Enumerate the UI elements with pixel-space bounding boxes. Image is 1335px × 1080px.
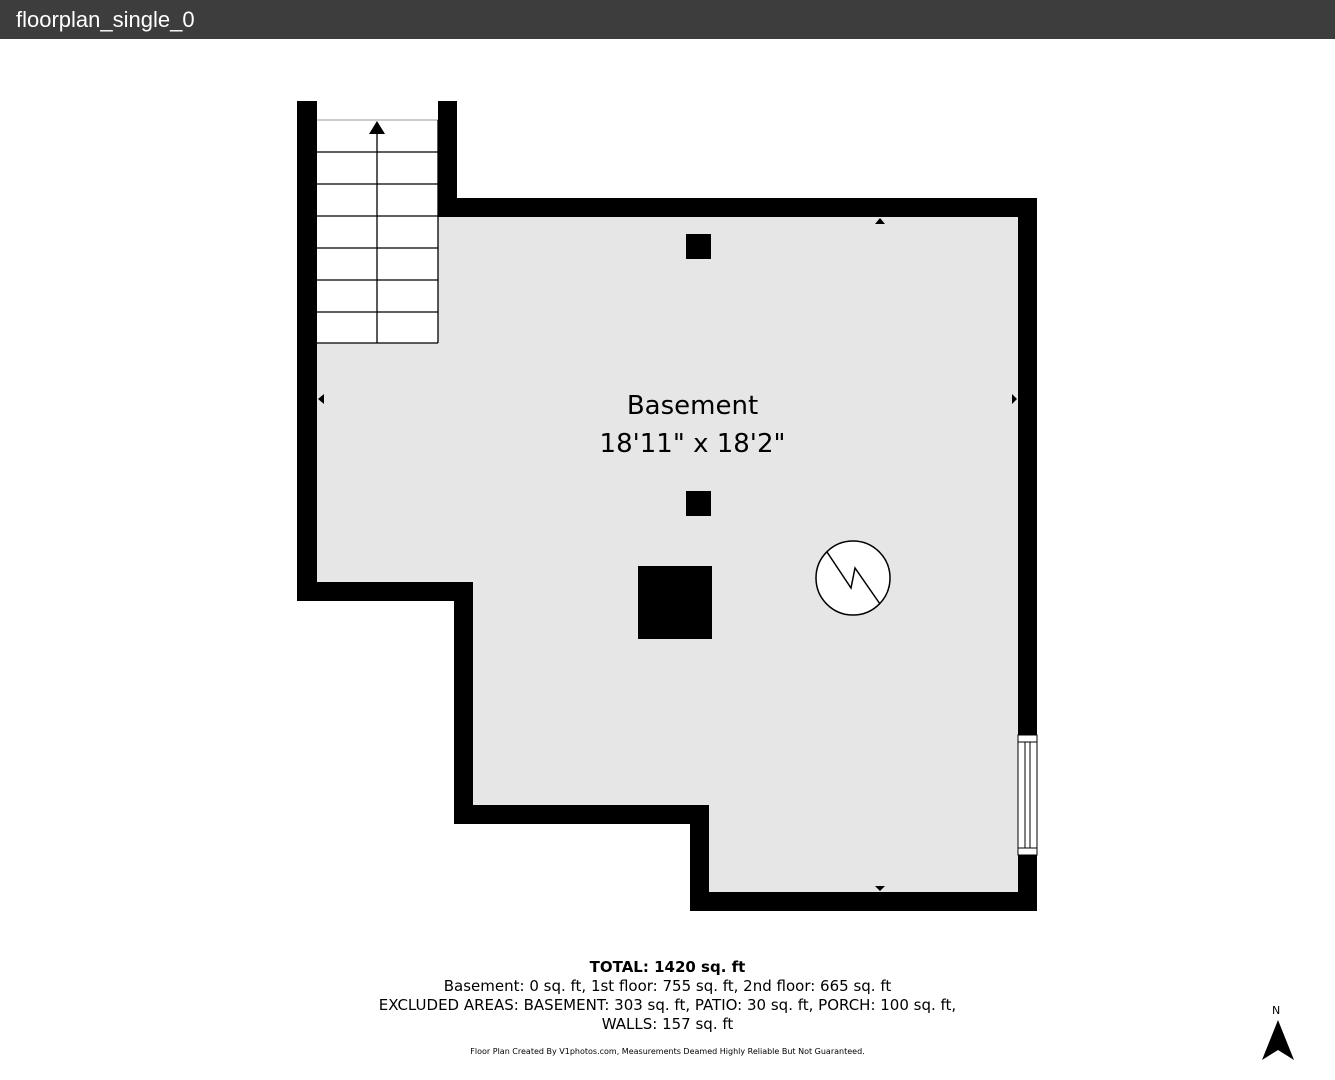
north-arrow-icon xyxy=(1262,1020,1294,1060)
excluded-walls: WALLS: 157 sq. ft xyxy=(601,1015,734,1033)
window-title: floorplan_single_0 xyxy=(0,0,1335,39)
stair-arrow-icon xyxy=(369,121,385,134)
column xyxy=(686,491,711,516)
floor-areas: Basement: 0 sq. ft, 1st floor: 755 sq. f… xyxy=(443,977,892,995)
room-label: Basement 18'11" x 18'2" xyxy=(0,390,1335,460)
area-summary: TOTAL: 1420 sq. ft Basement: 0 sq. ft, 1… xyxy=(0,958,1335,1034)
dimension-markers xyxy=(318,218,1017,891)
chimney xyxy=(638,566,712,639)
staircase xyxy=(317,101,439,344)
water-heater-icon xyxy=(815,540,891,616)
room-dimensions: 18'11" x 18'2" xyxy=(599,429,786,459)
column xyxy=(686,234,711,259)
room-name: Basement xyxy=(626,391,759,421)
total-area: TOTAL: 1420 sq. ft xyxy=(589,958,746,976)
compass-label: N xyxy=(1272,1004,1281,1017)
credit: Floor Plan Created By V1photos.com, Meas… xyxy=(470,1047,865,1056)
window xyxy=(1017,734,1038,856)
basement-floor xyxy=(317,101,1018,892)
excluded-areas: EXCLUDED AREAS: BASEMENT: 303 sq. ft, PA… xyxy=(378,996,957,1014)
